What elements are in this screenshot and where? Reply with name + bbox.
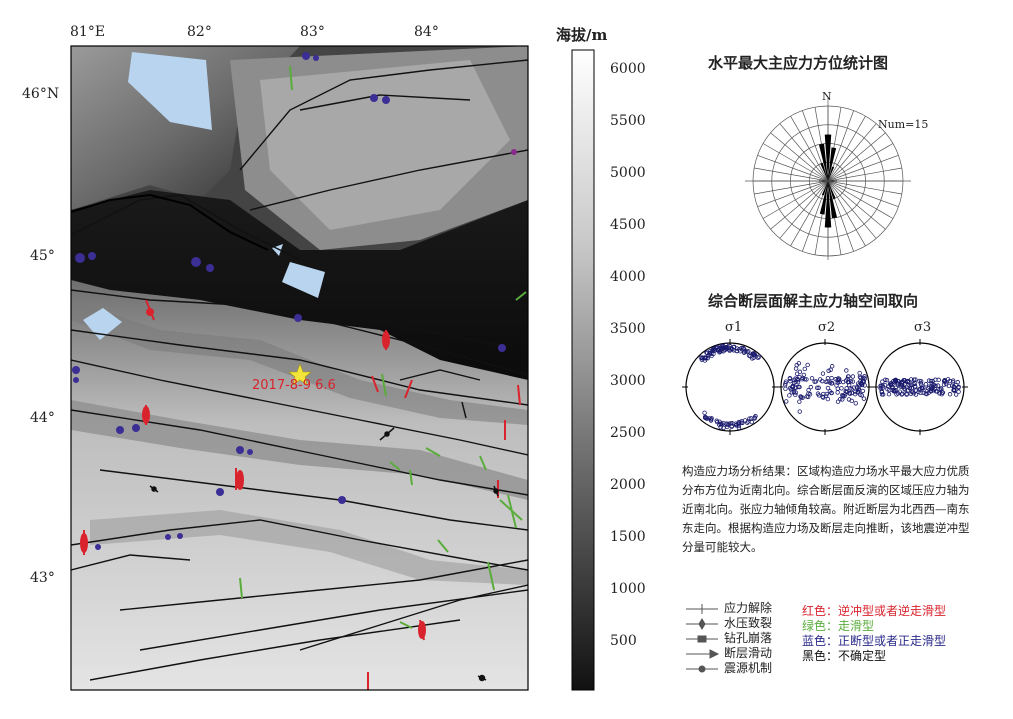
lon-label-81: 81°E: [70, 24, 106, 40]
rose-petal-4: [820, 162, 828, 181]
colorbar-scale: [571, 49, 595, 691]
colorbar: 海拔/m 6000 5500 5000 4500 4000 3500 3000 …: [540, 0, 660, 719]
colorbar-tick-6000: 6000: [610, 61, 646, 77]
lon-label-82: 82°: [187, 24, 212, 40]
colorbar-tick-5500: 5500: [610, 113, 646, 129]
lat-label-46: 46°N: [22, 86, 60, 102]
rose-petal-2: [818, 143, 828, 181]
rose-north-label: N: [822, 90, 832, 103]
rose-diagram: [745, 98, 911, 260]
fault-lines: [71, 59, 528, 681]
analysis-text: 构造应力场分析结果：区域构造应力场水平最大应力优质分布方位为近南北向。综合断层面…: [682, 464, 970, 554]
lat-label-45: 45°: [30, 248, 55, 264]
yellow-star-icon: [288, 363, 312, 386]
rose-petal-5: [824, 181, 832, 228]
rose-petal-1: [828, 147, 837, 181]
rose-petal-11: [819, 180, 828, 182]
legend-color-black: 黑色：不确定型: [802, 649, 887, 663]
legend-symbols: 应力解除 水压致裂 钻孔崩落 断层滑动 震源机制: [724, 601, 772, 676]
rose-petal-6: [819, 181, 828, 215]
legend-item-focal-mechanism: 震源机制: [724, 661, 773, 675]
colorbar-tick-5000: 5000: [610, 165, 646, 181]
lake-2: [282, 262, 325, 298]
stereonets: [682, 339, 968, 435]
legend-color-green: 绿色：走滑型: [802, 619, 875, 633]
colorbar-tick-4000: 4000: [610, 269, 646, 285]
legend-color-red: 红色：逆冲型或者逆走滑型: [802, 604, 947, 618]
colorbar-tick-3000: 3000: [610, 373, 646, 389]
sigma1-label: σ1: [725, 320, 743, 335]
legend-item-fault-slip: 断层滑动: [724, 646, 773, 660]
event-label: 2017-8-9 6.6: [252, 378, 336, 393]
colorbar-title: 海拔/m: [556, 26, 608, 44]
rose-count-label: Num=15: [878, 118, 929, 131]
right-panel: 水平最大主应力方位统计图 N Num=15 综合断层面解主应力轴空间取向 σ1 …: [660, 0, 1013, 719]
sigma3-label: σ3: [914, 320, 932, 335]
colorbar-tick-1500: 1500: [610, 529, 646, 545]
rose-petal-0: [824, 134, 832, 181]
rose-title: 水平最大主应力方位统计图: [708, 54, 889, 72]
colorbar-tick-2500: 2500: [610, 425, 646, 441]
colorbar-tick-500: 500: [610, 633, 637, 649]
colorbar-tick-2000: 2000: [610, 477, 646, 493]
stress-symbols: [72, 52, 527, 690]
legend-symbols-graphic: [686, 604, 720, 673]
rose-petal-8: [821, 181, 828, 196]
lon-label-84: 84°: [414, 24, 439, 40]
colorbar-tick-3500: 3500: [610, 321, 646, 337]
sigma2-label: σ2: [818, 320, 836, 335]
legend-item-stress-relief: 应力解除: [724, 601, 773, 615]
rose-petal-3: [828, 166, 835, 181]
legend-item-hydraulic-fracturing: 水压致裂: [724, 616, 773, 630]
rose-petal-9: [828, 181, 836, 200]
colorbar-tick-1000: 1000: [610, 581, 646, 597]
legend-item-borehole-breakout: 钻孔崩落: [724, 631, 773, 645]
rose-petal-10: [828, 180, 837, 182]
boundary-line: [71, 193, 269, 251]
lon-label-83: 83°: [300, 24, 325, 40]
legend-colors: 红色：逆冲型或者逆走滑型 绿色：走滑型 蓝色：正断型或者正走滑型 黑色：不确定型: [802, 604, 946, 664]
rose-petal-7: [828, 181, 838, 219]
lat-label-44: 44°: [30, 410, 55, 426]
map-panel: 81°E 82° 83° 84° 46°N 45° 44° 43°: [22, 24, 529, 691]
terrain-map: [70, 45, 529, 691]
lake-1: [128, 52, 212, 130]
lake-3: [83, 308, 122, 340]
stereonet-title: 综合断层面解主应力轴空间取向: [708, 292, 919, 310]
colorbar-tick-4500: 4500: [610, 217, 646, 233]
legend-color-blue: 蓝色：正断型或者正走滑型: [802, 634, 947, 648]
lat-label-43: 43°: [30, 570, 55, 586]
